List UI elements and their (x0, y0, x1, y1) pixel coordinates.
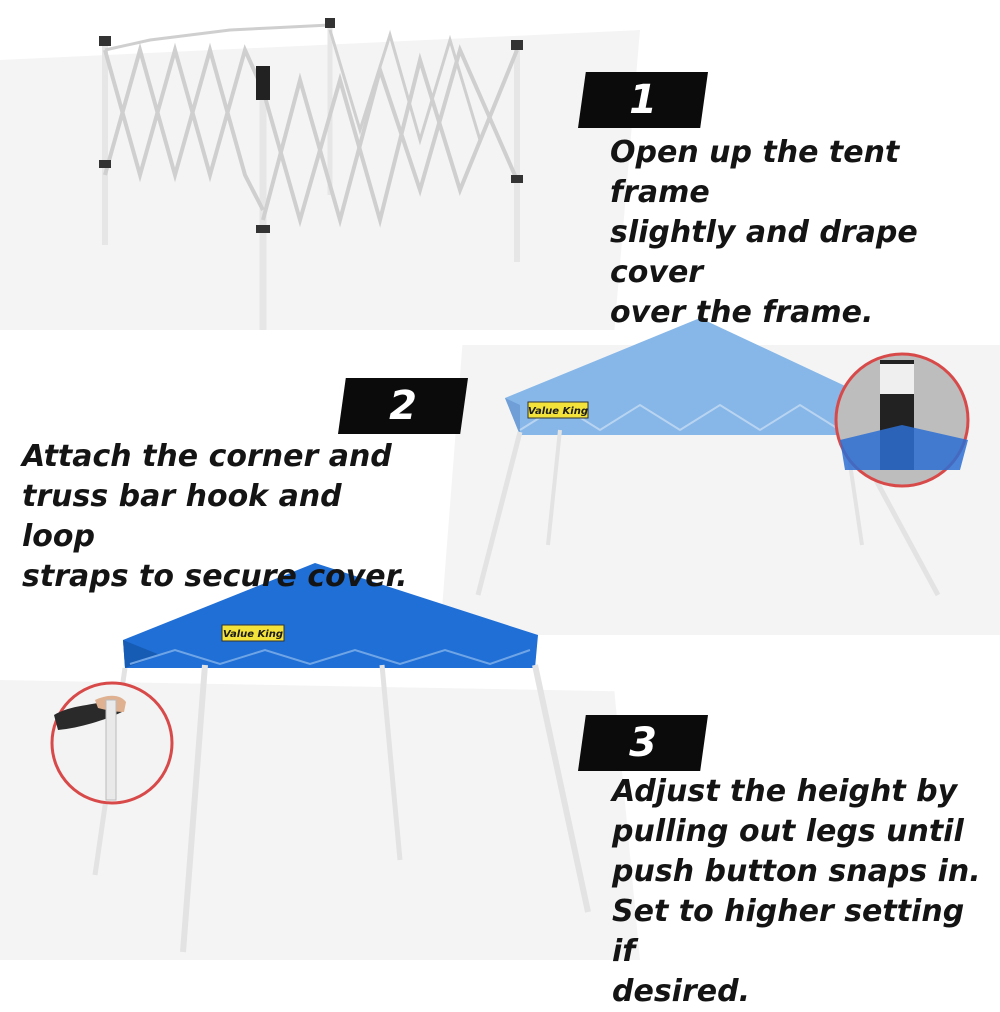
step-3-line-2: pulling out legs until (612, 814, 964, 849)
step-1-text: Open up the tent frame slightly and drap… (610, 133, 995, 333)
step-2-badge: 2 (338, 378, 468, 434)
step-2-line-1: Attach the corner and (22, 439, 392, 474)
tent-frame-illustration (99, 18, 523, 330)
step-3-line-3: push button snaps in. (612, 854, 981, 889)
step-1-line-2: slightly and drape cover (610, 215, 918, 290)
step-3-text: Adjust the height by pulling out legs un… (612, 772, 997, 1012)
step-2-text: Attach the corner and truss bar hook and… (22, 437, 412, 597)
step-2-line-2: truss bar hook and loop (22, 479, 342, 554)
canopy-light-illustration (475, 318, 941, 597)
step-3-badge: 3 (578, 715, 708, 771)
brand-logo-2: Value King (223, 629, 283, 640)
brand-logo-1: Value King (528, 406, 588, 417)
step-1-badge: 1 (578, 72, 708, 128)
step-3-line-5: desired. (612, 974, 750, 1009)
step-1-line-1: Open up the tent frame (610, 135, 900, 210)
canopy-blue-illustration (92, 563, 591, 953)
step-1-line-3: over the frame. (610, 295, 874, 330)
step-3-line-4: Set to higher setting if (612, 894, 965, 969)
leg-inset-icon (50, 681, 174, 805)
strap-inset-icon (834, 352, 970, 488)
step-2-line-3: straps to secure cover. (22, 559, 408, 594)
step-3-line-1: Adjust the height by (612, 774, 958, 809)
